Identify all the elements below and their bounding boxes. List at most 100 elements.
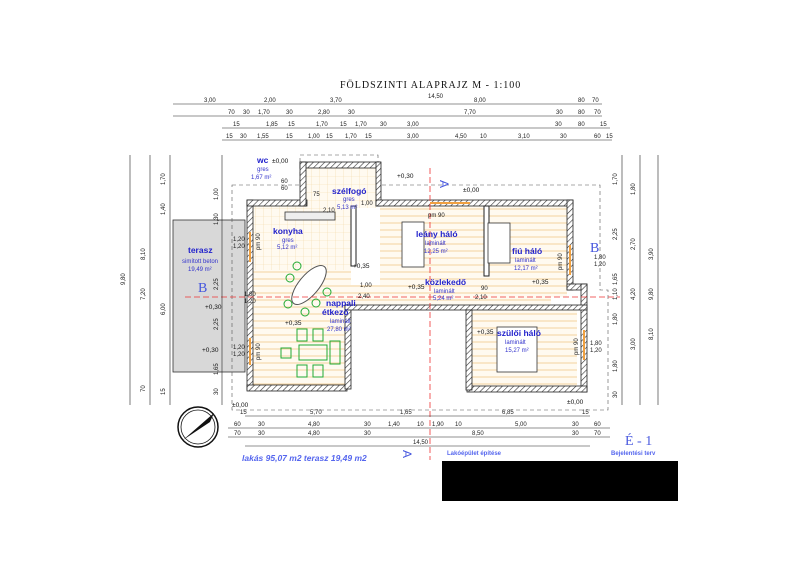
svg-text:pm 90: pm 90 (574, 338, 580, 355)
nappali-label: nappali (326, 298, 356, 308)
szuloi-floor: laminált (505, 340, 526, 346)
svg-text:80: 80 (578, 110, 585, 116)
svg-text:1,70: 1,70 (258, 110, 270, 116)
szelfogo-label: szélfogó (332, 186, 366, 196)
svg-text:4,80: 4,80 (308, 422, 320, 428)
terrace: terasz simított beton 19,49 m² (172, 219, 246, 373)
svg-text:pm 90: pm 90 (428, 213, 445, 219)
svg-text:pm 90: pm 90 (558, 253, 564, 270)
svg-text:1,65: 1,65 (613, 273, 619, 285)
svg-text:1,00: 1,00 (308, 134, 320, 140)
svg-text:60: 60 (281, 179, 288, 185)
svg-text:6,00: 6,00 (161, 303, 167, 315)
svg-text:30: 30 (286, 110, 293, 116)
svg-text:±0,00: ±0,00 (232, 402, 249, 409)
floors (253, 168, 577, 387)
svg-text:15: 15 (340, 122, 347, 128)
svg-text:15: 15 (240, 410, 247, 416)
svg-text:75: 75 (313, 192, 320, 198)
svg-text:1,65: 1,65 (214, 363, 220, 375)
side-dimension-labels: 1,70 1,40 1,00 1,30 7,20 9,80 8,10 6,00 … (121, 173, 655, 398)
svg-text:+0,35: +0,35 (353, 263, 370, 270)
svg-text:30: 30 (258, 431, 265, 437)
svg-text:30: 30 (555, 122, 562, 128)
svg-text:9,80: 9,80 (649, 288, 655, 300)
svg-text:2,10: 2,10 (323, 208, 335, 214)
svg-text:2,25: 2,25 (214, 318, 220, 330)
leany-area: 12,25 m² (424, 249, 448, 255)
svg-text:1,70: 1,70 (613, 173, 619, 185)
svg-text:1,20: 1,20 (233, 352, 245, 358)
sheet-number: É - 1 (625, 432, 652, 449)
svg-text:1,80: 1,80 (590, 341, 602, 347)
wc-floor: gres (257, 167, 269, 173)
svg-text:14,50: 14,50 (413, 440, 429, 446)
svg-text:3,00: 3,00 (631, 338, 637, 350)
svg-text:8,00: 8,00 (474, 98, 486, 104)
konyha-label: konyha (273, 226, 303, 236)
svg-text:1,85: 1,85 (266, 122, 278, 128)
svg-text:1,20: 1,20 (233, 237, 245, 243)
svg-text:9,80: 9,80 (121, 273, 127, 285)
svg-text:±0,00: ±0,00 (567, 399, 584, 406)
svg-text:80: 80 (578, 122, 585, 128)
fiu-label: fiú háló (512, 246, 542, 256)
svg-text:1,80: 1,80 (631, 183, 637, 195)
svg-text:+0,30: +0,30 (397, 173, 414, 180)
svg-text:90: 90 (481, 286, 488, 292)
svg-text:60: 60 (281, 186, 288, 192)
svg-text:30: 30 (348, 110, 355, 116)
svg-text:1,20: 1,20 (233, 345, 245, 351)
svg-text:30: 30 (572, 422, 579, 428)
svg-text:8,10: 8,10 (649, 328, 655, 340)
szuloi-label: szülői háló (497, 328, 541, 338)
svg-text:15: 15 (286, 134, 293, 140)
svg-text:1,40: 1,40 (388, 422, 400, 428)
section-lines: B B A A (185, 168, 620, 460)
nappali-area: 27,80 m² (327, 327, 351, 333)
svg-text:1,55: 1,55 (257, 134, 269, 140)
svg-text:30: 30 (613, 391, 619, 398)
svg-text:4,20: 4,20 (631, 288, 637, 300)
svg-text:4,80: 4,80 (308, 431, 320, 437)
svg-text:1,70: 1,70 (161, 173, 167, 185)
svg-text:1,70: 1,70 (345, 134, 357, 140)
svg-text:15: 15 (582, 410, 589, 416)
svg-text:8,50: 8,50 (472, 431, 484, 437)
svg-text:15: 15 (365, 134, 372, 140)
leany-label: leány háló (416, 229, 458, 239)
svg-text:15: 15 (161, 388, 167, 395)
svg-text:1,90: 1,90 (432, 422, 444, 428)
svg-text:1,00: 1,00 (214, 188, 220, 200)
svg-text:+0,35: +0,35 (477, 329, 494, 336)
svg-text:7,70: 7,70 (464, 110, 476, 116)
konyha-floor: gres (282, 238, 294, 244)
svg-text:2,25: 2,25 (613, 228, 619, 240)
fiu-floor: laminált (515, 258, 536, 264)
leany-floor: laminált (425, 241, 446, 247)
svg-text:15: 15 (326, 134, 333, 140)
svg-text:15: 15 (288, 122, 295, 128)
svg-text:30: 30 (258, 422, 265, 428)
nappali-floor: laminált (330, 319, 351, 325)
terasz-area: 19,49 m² (188, 267, 212, 273)
svg-text:30: 30 (243, 110, 250, 116)
svg-text:2,40: 2,40 (358, 294, 370, 300)
svg-text:1,70: 1,70 (316, 122, 328, 128)
svg-text:30: 30 (572, 431, 579, 437)
svg-text:70: 70 (228, 110, 235, 116)
svg-text:2,80: 2,80 (318, 110, 330, 116)
svg-text:+0,30: +0,30 (202, 347, 219, 354)
windows (249, 202, 585, 365)
furniture (280, 261, 341, 378)
svg-text:15: 15 (606, 134, 613, 140)
section-b-right: B (590, 241, 599, 256)
svg-text:70: 70 (141, 385, 147, 392)
svg-text:pm 90: pm 90 (256, 233, 262, 250)
svg-text:1,30: 1,30 (214, 213, 220, 225)
svg-text:70: 70 (592, 98, 599, 104)
svg-text:1,00: 1,00 (361, 201, 373, 207)
svg-text:3,00: 3,00 (407, 134, 419, 140)
svg-text:3,00: 3,00 (204, 98, 216, 104)
